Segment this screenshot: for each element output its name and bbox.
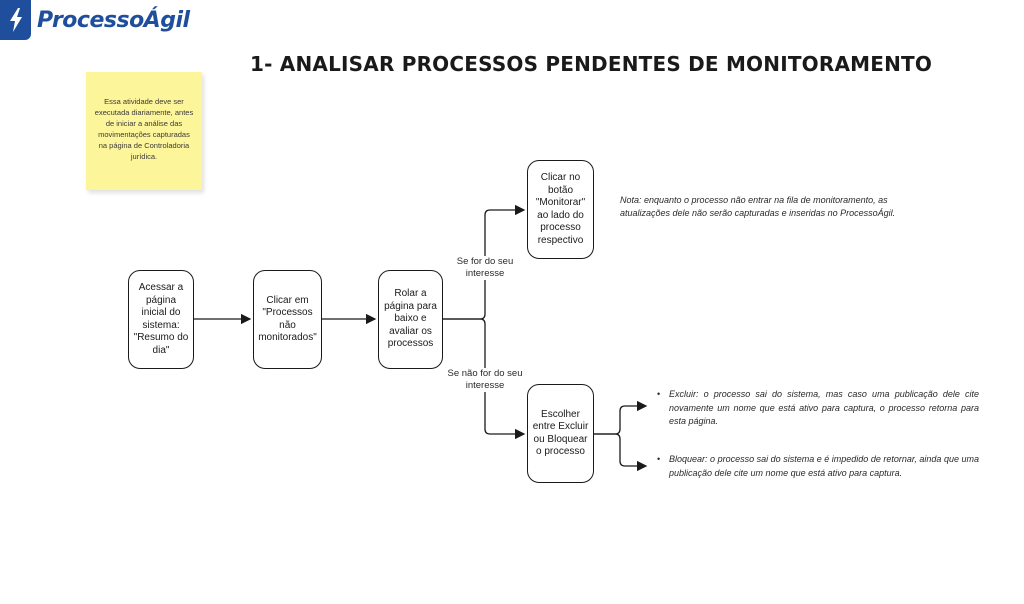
option-bloquear: • Bloquear: o processo sai do sistema e … — [657, 453, 979, 480]
option-excluir: • Excluir: o processo sai do sistema, ma… — [657, 388, 979, 429]
brand-logo: ProcessoÁgil — [0, 0, 190, 40]
step-acessar: Acessar a página inicial do sistema: "Re… — [128, 270, 194, 369]
edge-label-interesse: Se for do seu interesse — [452, 256, 518, 280]
step-monitorar: Clicar no botão "Monitorar" ao lado do p… — [527, 160, 594, 259]
step-clicar-processos-label: Clicar em "Processos não monitorados" — [258, 294, 317, 344]
bullet-dot: • — [657, 389, 661, 399]
edge-label-nao-interesse: Se não for do seu interesse — [446, 368, 524, 392]
step-rolar: Rolar a página para baixo e avaliar os p… — [378, 270, 443, 369]
step-clicar-processos: Clicar em "Processos não monitorados" — [253, 270, 322, 369]
arrow-escolher-to-bloquear — [594, 433, 648, 472]
brand-name: ProcessoÁgil — [37, 7, 190, 33]
step-acessar-label: Acessar a página inicial do sistema: "Re… — [133, 282, 189, 356]
page-title: 1- ANALISAR PROCESSOS PENDENTES DE MONIT… — [250, 52, 933, 76]
lightning-icon — [0, 0, 31, 40]
arrow-escolher-to-excluir — [594, 400, 648, 435]
monitoring-note: Nota: enquanto o processo não entrar na … — [620, 195, 896, 218]
step-escolher-label: Escolher entre Excluir ou Bloquear o pro… — [532, 408, 589, 458]
option-bloquear-text: Bloquear: o processo sai do sistema e é … — [669, 454, 979, 478]
step-rolar-label: Rolar a página para baixo e avaliar os p… — [384, 288, 437, 350]
step-monitorar-label: Clicar no botão "Monitorar" ao lado do p… — [535, 172, 586, 246]
bullet-dot: • — [657, 454, 661, 464]
option-excluir-text: Excluir: o processo sai do sistema, mas … — [669, 389, 979, 426]
sticky-note: Essa atividade deve ser executada diaria… — [86, 72, 202, 190]
step-escolher: Escolher entre Excluir ou Bloquear o pro… — [527, 384, 594, 483]
